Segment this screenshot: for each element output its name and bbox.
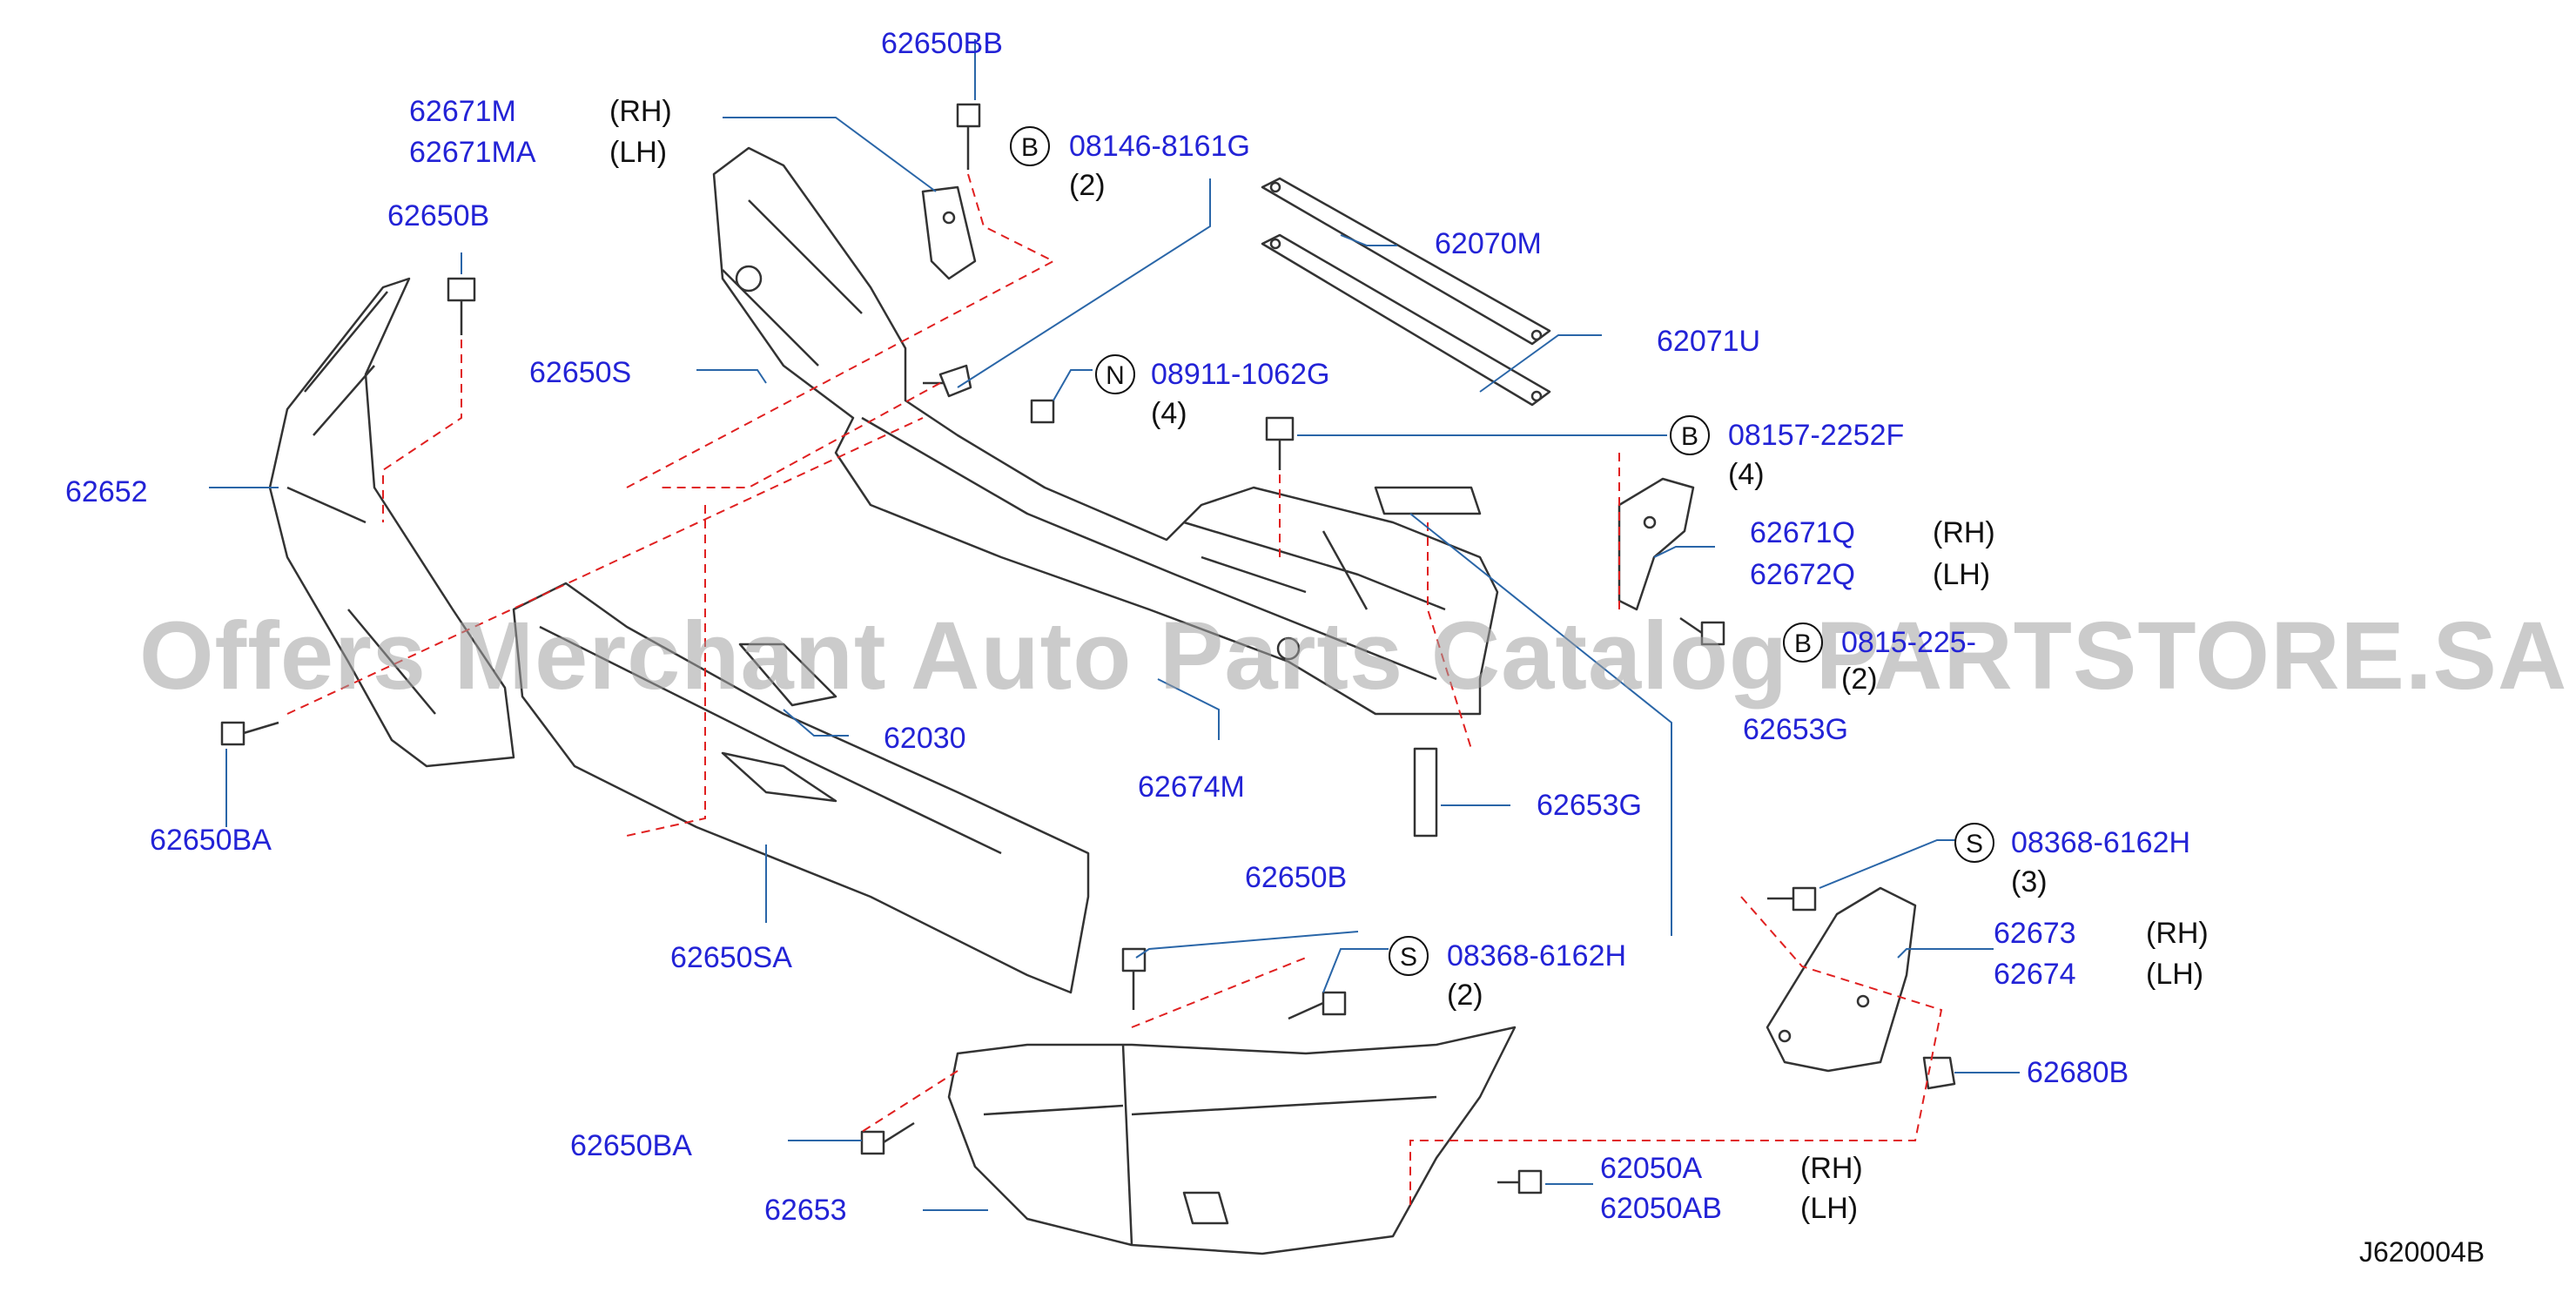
qty-08157-partial: (2) (1841, 663, 1878, 696)
label-62650SA[interactable]: 62650SA (670, 941, 792, 974)
circle-n-badge: N (1095, 354, 1135, 394)
label-62650S[interactable]: 62650S (529, 356, 632, 389)
label-08157-partial[interactable]: 0815‑225‑ (1841, 626, 1977, 659)
part-62653G-strip (1413, 747, 1438, 838)
label-08368-6162H-right[interactable]: 08368-6162H (2011, 826, 2191, 859)
qty-08911: (4) (1151, 397, 1187, 430)
label-08368-6162H[interactable]: 08368-6162H (1447, 939, 1627, 972)
label-62671MA[interactable]: 62671MA (409, 136, 536, 169)
qty-08368: (2) (1447, 979, 1483, 1012)
label-lh-62674: (LH) (2146, 958, 2204, 991)
qty-08146: (2) (1069, 169, 1106, 202)
qty-08157: (4) (1728, 458, 1765, 491)
label-62680B[interactable]: 62680B (2027, 1056, 2129, 1089)
label-62671M[interactable]: 62671M (409, 95, 516, 128)
part-62071U (1261, 233, 1551, 407)
label-62070M[interactable]: 62070M (1435, 227, 1542, 260)
label-62650B-mid[interactable]: 62650B (1245, 861, 1348, 894)
label-62673[interactable]: 62673 (1994, 917, 2076, 950)
label-lh-62050AB: (LH) (1800, 1192, 1859, 1225)
label-62674M[interactable]: 62674M (1138, 770, 1245, 804)
part-62671M (921, 185, 977, 280)
label-62674[interactable]: 62674 (1994, 958, 2076, 991)
circle-b-badge-2: B (1670, 415, 1710, 455)
label-62650BA[interactable]: 62650BA (570, 1129, 692, 1162)
label-62071U[interactable]: 62071U (1657, 325, 1761, 358)
label-62650B-top[interactable]: 62650B (387, 199, 490, 232)
circle-b-badge: B (1010, 126, 1050, 166)
label-62050A[interactable]: 62050A (1600, 1152, 1703, 1185)
label-lh-62671MA: (LH) (609, 136, 668, 169)
part-62671Q (1618, 477, 1695, 611)
dashed-guides (286, 173, 1943, 1210)
label-08157-2252F[interactable]: 08157-2252F (1728, 419, 1905, 452)
part-62653G-pad (1374, 486, 1482, 515)
part-62653 (947, 1026, 1517, 1255)
label-08911-1062G[interactable]: 08911-1062G (1151, 358, 1330, 391)
part-62680B (1922, 1056, 1956, 1090)
part-62030 (738, 643, 837, 707)
label-62650BA-left[interactable]: 62650BA (150, 824, 272, 857)
leader-lines (209, 39, 2020, 1211)
part-62673 (1766, 886, 1917, 1073)
label-62653[interactable]: 62653 (764, 1194, 847, 1227)
label-rh-62671Q: (RH) (1933, 516, 1995, 549)
label-62653G-right[interactable]: 62653G (1743, 713, 1848, 746)
circle-s-badge-2: S (1389, 936, 1429, 976)
part-62650S (712, 146, 1499, 716)
label-62652[interactable]: 62652 (65, 475, 148, 508)
label-rh-62673: (RH) (2146, 917, 2209, 950)
label-62671Q[interactable]: 62671Q (1750, 516, 1855, 549)
qty-08368-right: (3) (2011, 865, 2048, 898)
label-lh-62672Q: (LH) (1933, 558, 1991, 591)
label-62650BB[interactable]: 62650BB (881, 27, 1003, 60)
circle-s-badge: S (1954, 823, 1994, 863)
label-rh-62671M: (RH) (609, 95, 672, 128)
label-62653G[interactable]: 62653G (1537, 789, 1642, 822)
part-62652 (268, 277, 515, 768)
label-08146-8161G[interactable]: 08146-8161G (1069, 130, 1250, 163)
circle-b-badge-3: B (1783, 622, 1823, 663)
diagram-code: J620004B (2359, 1236, 2485, 1268)
part-62650SA (512, 582, 1090, 994)
label-62050AB[interactable]: 62050AB (1600, 1192, 1722, 1225)
label-62030[interactable]: 62030 (884, 722, 966, 755)
bolts (220, 103, 1817, 1194)
label-62672Q[interactable]: 62672Q (1750, 558, 1855, 591)
part-62070M (1261, 177, 1551, 346)
label-rh-62050A: (RH) (1800, 1152, 1863, 1185)
